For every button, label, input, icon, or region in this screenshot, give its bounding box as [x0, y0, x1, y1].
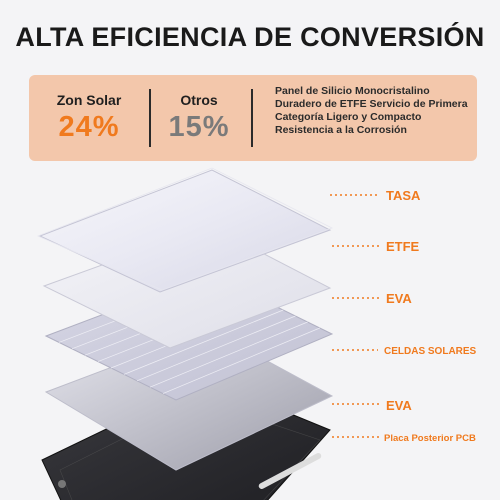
cell-grid-line	[149, 321, 308, 388]
layer-label: ETFE	[386, 239, 420, 254]
layer-label: Placa Posterior PCB	[384, 433, 476, 444]
layer-label: TASA	[386, 188, 421, 203]
primary-stat-label: Zon Solar	[56, 92, 122, 108]
primary-stat: Zon Solar 24%	[29, 75, 149, 161]
secondary-stat-label: Otros	[180, 92, 218, 108]
headline-title: ALTA EFICIENCIA DE CONVERSIÓN	[15, 22, 485, 52]
feature-description: Panel de Silicio Monocristalino Duradero…	[275, 85, 468, 136]
secondary-stat-value: 15%	[168, 111, 230, 143]
primary-stat-value: 24%	[58, 111, 120, 143]
comparison-panel: Zon Solar 24% Otros 15% Panel de Silicio…	[29, 75, 477, 161]
cell-grid-line	[162, 327, 320, 394]
secondary-stat: Otros 15%	[149, 75, 249, 161]
cell-grid-line	[136, 315, 296, 382]
divider	[149, 89, 151, 147]
etfe-layer	[38, 169, 332, 293]
top-layer	[36, 167, 334, 291]
layer-label: EVA	[386, 398, 412, 413]
cell-grid-line	[123, 309, 284, 375]
layer-label: CELDAS SOLARES	[384, 346, 477, 357]
layer-label: EVA	[386, 291, 412, 306]
layer-labels: TASA ETFE EVA CELDAS SOLARES EVA Placa P…	[330, 188, 477, 444]
divider	[251, 89, 253, 147]
